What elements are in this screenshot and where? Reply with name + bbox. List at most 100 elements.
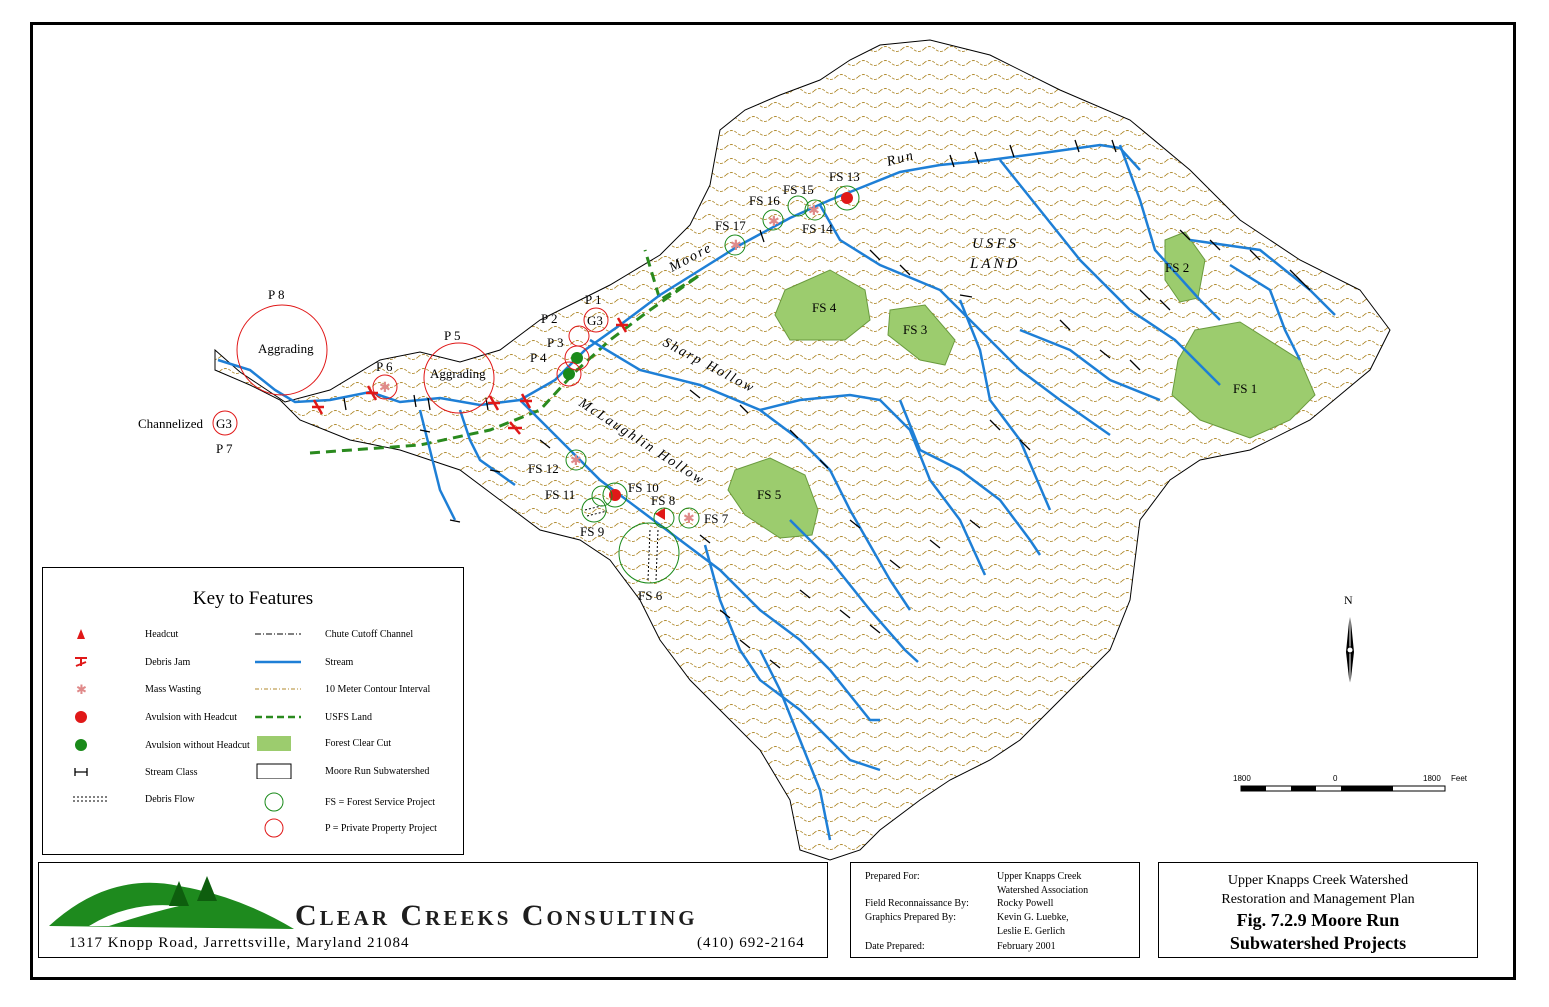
svg-text:1800: 1800 [1423,774,1441,783]
fs2-label: FS 2 [1165,260,1189,275]
channelized-label: Channelized [138,416,203,431]
graphics-value2: Leslie E. Gerlich [997,926,1066,937]
legend-item-contour: 10 Meter Contour Interval [253,681,430,697]
p8-label: P 8 [268,287,285,302]
moore-run-subwatershed [214,39,1391,861]
contour-icon [255,688,301,690]
svg-text:N: N [1344,593,1353,607]
svg-text:Feet: Feet [1451,774,1468,783]
debris-jam-icon [520,393,532,409]
legend-title: Key to Features [192,588,314,609]
p6-circle [372,374,398,400]
fs-circle-icon [264,792,284,812]
prepared-for-value2: Watershed Association [997,885,1089,896]
clear-cut-fs4 [774,269,871,341]
p-circle-icon [264,818,284,838]
avulsion-icon [75,739,87,751]
fs9-circle [581,497,607,523]
prepared-for-value1: Upper Knapps Creek [997,871,1082,882]
date-label: Date Prepared: [865,941,925,952]
debris-jam-icon [616,317,628,333]
legend-item-clear-cut: Forest Clear Cut [253,735,391,751]
streams [217,143,1336,841]
p7-label: P 7 [216,441,233,456]
fs16-label: FS 16 [749,193,780,208]
fs7-circle [678,507,700,529]
fs11-label: FS 11 [545,487,575,502]
mass-wasting-icon: ✱ [683,511,695,527]
p8-circle [236,304,328,396]
project-circles [212,185,860,584]
title-line3: Fig. 7.2.9 Moore Run [1236,910,1400,930]
mass-wasting-icon: ✱ [379,380,391,396]
company-phone: (410) 692-2164 [697,935,805,951]
fs13-circle [834,185,860,211]
fs5-label: FS 5 [757,487,781,502]
p5-circle [423,342,495,414]
legend-item-debris-jam: Debris Jam [73,654,190,670]
avulsion-icon [563,368,575,380]
stream-icon [255,660,301,664]
legend-item-headcut: Headcut [73,626,178,642]
debris-jam-icon [366,385,378,401]
svg-text:1800: 1800 [1233,774,1251,783]
legend-item-avulsion-headcut: Avulsion with Headcut [73,709,237,725]
legend-item-chute-cutoff: Chute Cutoff Channel [253,626,413,642]
scale-bar: 1800 0 1800 Feet [1233,774,1468,792]
p4-label: P 4 [530,350,547,365]
usfs-land-icon [255,715,301,719]
title-line1: Upper Knapps Creek Watershed [1227,873,1409,888]
legend-item-p-project: P = Private Property Project [253,818,437,838]
headcut-icon [77,629,85,639]
fs6-label: FS 6 [638,588,663,603]
debris-flow-icon [647,529,659,581]
fs12-label: FS 12 [528,461,559,476]
mass-wasting-icon: ✱ [570,453,582,469]
subwatershed-icon [256,763,292,779]
mass-wasting-icon: ✱ [730,238,742,254]
mass-wasting: ✱ ✱ ✱ ✱ ✱ ✱ [379,203,820,527]
title-box: Upper Knapps Creek Watershed Restoration… [1158,862,1478,958]
debris-jam-icon [312,399,324,415]
clear-cut-fs1 [1171,321,1316,439]
fs10-circle [602,482,628,508]
debris-jams [312,317,628,435]
fs11-circle [591,485,613,507]
mass-wasting-icon: ✱ [76,683,87,697]
debris-jam-icon [488,395,500,411]
legend-item-usfs-land: USFS Land [253,709,372,725]
avulsion-icon [571,352,583,364]
usfs-label: USFS [972,236,1019,252]
mass-wasting-icon: ✱ [808,203,820,219]
fs12-circle [565,449,587,471]
p1-circle [583,307,609,333]
legend-item-debris-flow: Debris Flow [73,791,195,807]
p1-label: P 1 [585,292,602,307]
legend-item-fs-project: FS = Forest Service Project [253,792,435,812]
aggrading-p8-label: Aggrading [258,341,314,356]
svg-text:✱: ✱ [76,683,87,697]
company-box: Clear Creeks Consulting 1317 Knopp Road,… [38,862,828,958]
forest-clear-cuts [727,231,1316,539]
clear-cut-icon [257,736,291,751]
company-logo [49,876,294,929]
debris-flow-icon [73,796,109,802]
legend-item-subwatershed: Moore Run Subwatershed [253,763,429,779]
avulsion-headcut-icon [75,711,87,723]
p3-circle [564,345,590,371]
fs8-label: FS 8 [651,493,675,508]
fs6-circle [618,522,680,584]
usfs-land-line [309,249,701,455]
fs17-circle [724,234,746,256]
fs17-label: FS 17 [715,218,746,233]
mass-wasting-icon: ✱ [768,214,780,230]
graphics-value1: Kevin G. Luebke, [997,912,1069,923]
land-label: LAND [969,256,1020,272]
legend-item-stream-class: Stream Class [73,764,198,780]
fs9-label: FS 9 [580,524,604,539]
p5-label: P 5 [444,328,461,343]
p7-circle [212,410,238,436]
company-name: Clear Creeks Consulting [295,899,698,932]
fs1-label: FS 1 [1233,381,1257,396]
